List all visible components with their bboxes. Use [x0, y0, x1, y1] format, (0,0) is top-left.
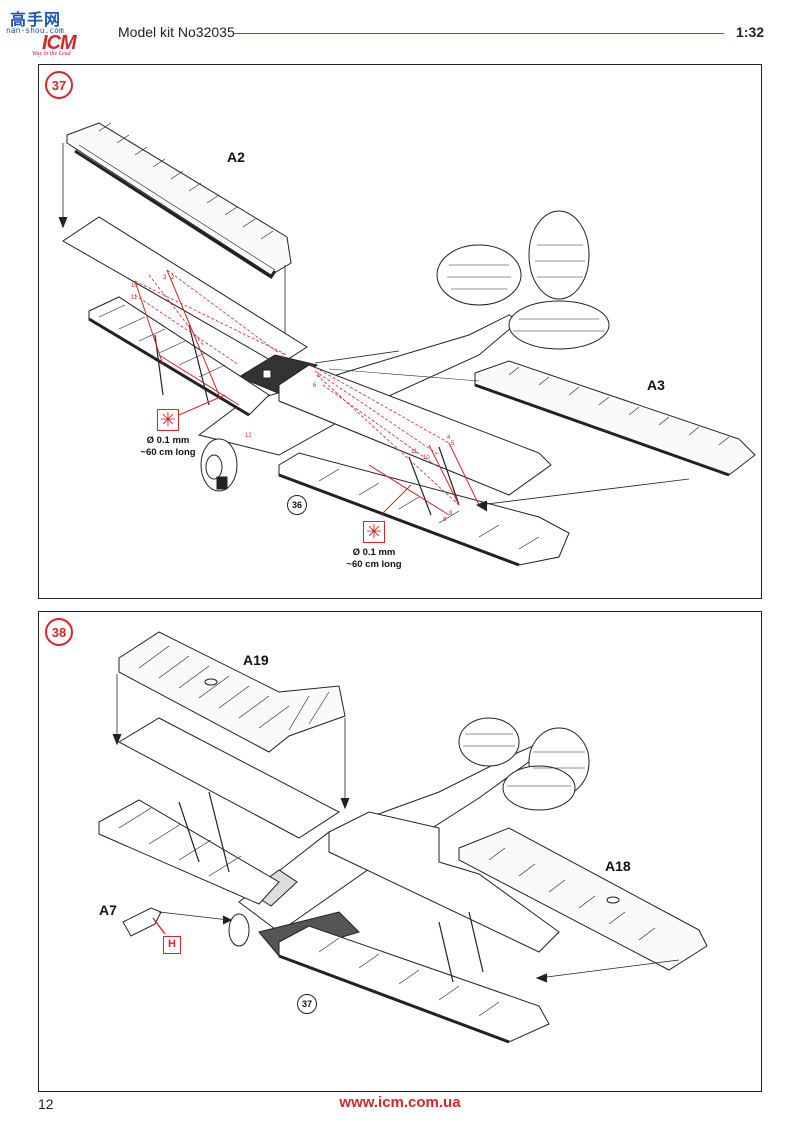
header-divider	[234, 33, 724, 34]
part-label-a2: A2	[227, 149, 245, 165]
logo-site-cn: 高手网	[10, 10, 62, 29]
glue-asterisk-icon: ✳	[157, 409, 179, 431]
page-number: 12	[38, 1096, 54, 1112]
paint-code-box: H	[163, 936, 181, 954]
part-label-a3: A3	[647, 377, 665, 393]
glue-asterisk-icon: ✳	[363, 521, 385, 543]
reference-step-circle: 36	[287, 495, 307, 515]
page-header: 高手网 nan-shou.com ICM Way in the Lead Mod…	[0, 0, 800, 62]
part-label-a7: A7	[99, 902, 117, 918]
kit-scale: 1:32	[736, 24, 765, 40]
rig-num-10: 10	[131, 283, 138, 289]
rig-num-11: 11	[131, 295, 138, 301]
icm-logo: 高手网 nan-shou.com ICM Way in the Lead	[6, 6, 106, 58]
logo-brand: ICM	[42, 32, 77, 54]
step-37-drawing: 3 2 10 11 7 1 6 4 5 11 10 12 8 9	[58, 122, 756, 567]
logo-site-url: nan-shou.com	[6, 26, 64, 35]
rigging-note-1: Ø 0.1 mm ~60 cm long	[123, 435, 213, 459]
rig-num-9: 9	[449, 511, 453, 517]
step-number-badge: 37	[45, 71, 73, 99]
part-label-a18: A18	[605, 858, 631, 874]
step-37-panel: 3 2 10 11 7 1 6 4 5 11 10 12 8 9 37 A2 A…	[38, 64, 762, 599]
rig-num-3: 3	[163, 275, 167, 281]
part-label-a19: A19	[243, 652, 269, 668]
rig-num-7: 7	[281, 354, 285, 360]
rigging-note-1-diameter: Ø 0.1 mm	[146, 435, 190, 446]
website-link[interactable]: www.icm.com.ua	[339, 1094, 461, 1111]
rig-num-12: 12	[245, 433, 252, 439]
reference-step-circle: 37	[297, 994, 317, 1014]
rig-num-4: 4	[447, 435, 451, 441]
rig-num-1: 1	[317, 373, 321, 379]
step-number-badge: 38	[45, 618, 73, 646]
step-38-panel: 38 A19 A18 A7 H 37	[38, 611, 762, 1092]
kit-title: Model kit No32035	[118, 24, 235, 40]
rig-num-2: 2	[171, 275, 175, 281]
rig-num-6: 6	[313, 383, 317, 389]
rigging-note-2: Ø 0.1 mm ~60 cm long	[329, 547, 419, 571]
rig-num-8: 8	[443, 517, 447, 523]
step-38-drawing	[98, 631, 708, 1044]
logo-tagline: Way in the Lead	[32, 51, 71, 57]
rig-num-5: 5	[451, 441, 455, 447]
rigging-note-2-length: ~60 cm long	[346, 559, 402, 570]
rigging-note-1-length: ~60 cm long	[140, 447, 196, 458]
rigging-note-2-diameter: Ø 0.1 mm	[352, 547, 396, 558]
rig-num-11b: 11	[411, 449, 418, 455]
rig-num-10b: 10	[423, 455, 430, 461]
